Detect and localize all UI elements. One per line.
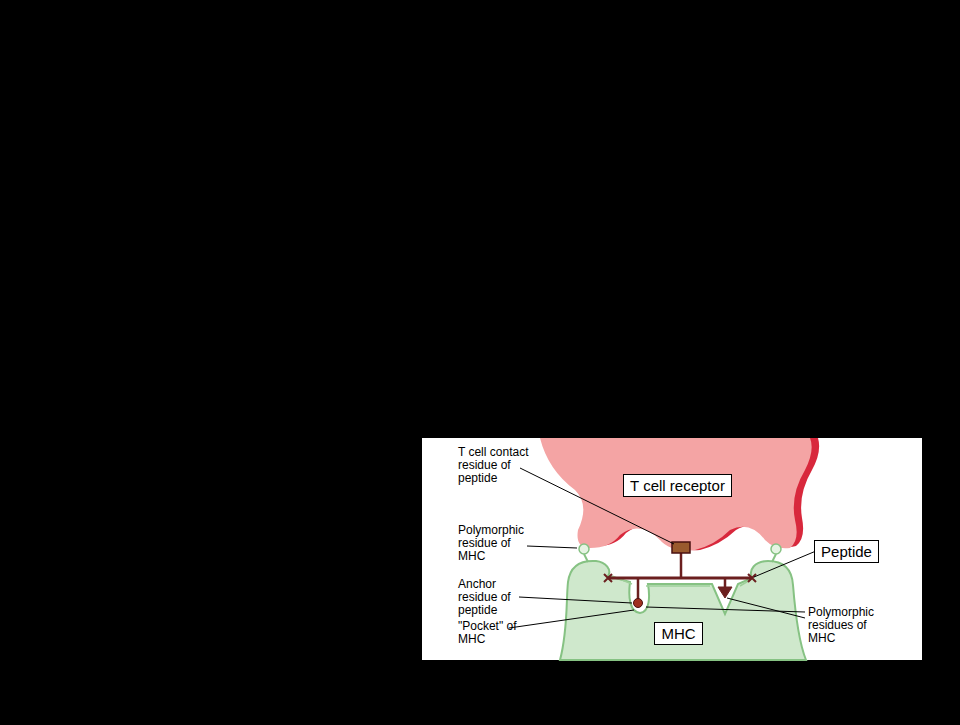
callout-label: "Pocket" of MHC <box>458 620 518 646</box>
receptor-name-box: T cell receptor <box>623 474 732 497</box>
inset-ground <box>422 438 922 660</box>
mhc-name-box: MHC <box>654 622 703 645</box>
peptide-name-box: Peptide <box>814 540 879 563</box>
t-cell-receptor <box>540 438 819 550</box>
peptide-chain <box>604 542 756 608</box>
callout-label: T cell contact residue of peptide <box>458 446 548 485</box>
callout-label: Anchor residue of peptide <box>458 578 520 617</box>
box-text: MHC <box>655 625 702 642</box>
callout-label: Polymorphic residues of MHC <box>808 606 886 645</box>
leader-lines <box>509 468 816 628</box>
callout-label: Polymorphic residue of MHC <box>458 524 536 563</box>
box-text: Peptide <box>815 543 878 560</box>
mhc-molecule <box>560 561 806 660</box>
box-text: T cell receptor <box>624 477 731 494</box>
